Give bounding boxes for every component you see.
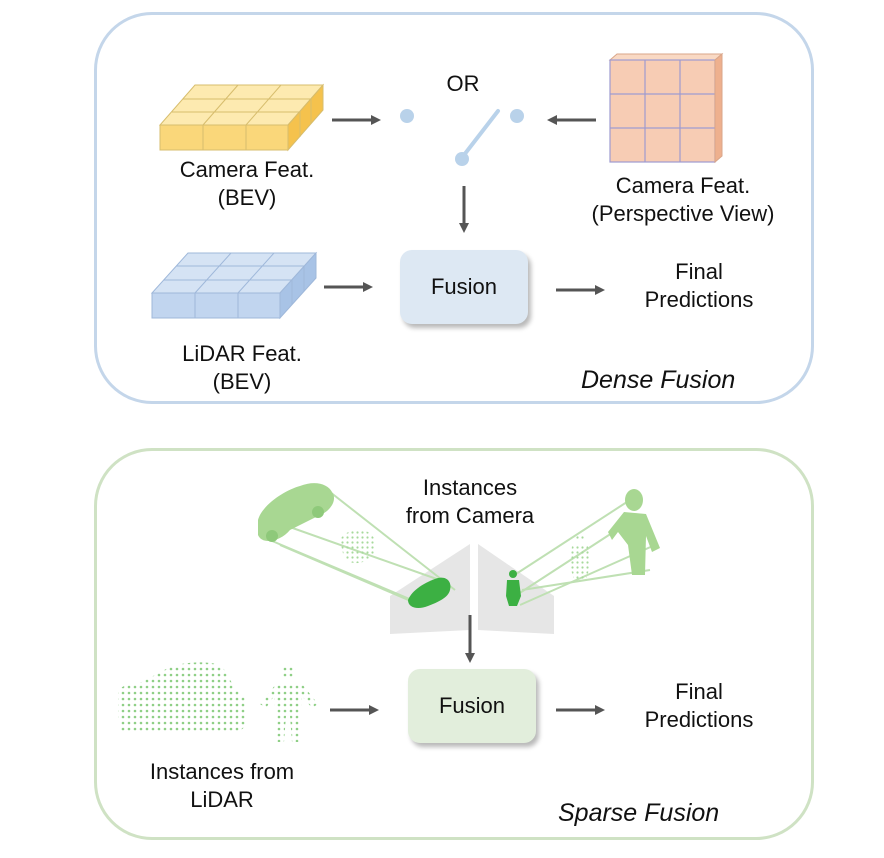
dense-final-line2: Predictions (644, 287, 754, 312)
or-switch-icon (400, 109, 524, 166)
lidar-instances-label: Instances from LiDAR (124, 758, 320, 814)
pedestrian-3d-instance-icon (608, 489, 660, 575)
camera-bev-label: Camera Feat. (BEV) (158, 156, 336, 212)
lidar-feat-label: LiDAR Feat. (BEV) (152, 340, 332, 396)
camera-projection-rays (264, 491, 656, 606)
camera-pv-feature-block (608, 52, 724, 164)
camera-pv-label-line1: Camera Feat. (615, 173, 751, 198)
camera-bev-feature-block (158, 83, 325, 152)
car-3d-instance-icon (258, 483, 335, 542)
or-label: OR (446, 71, 480, 96)
camera-bev-label-line2: (BEV) (217, 185, 277, 210)
sparse-final-line2: Predictions (644, 707, 754, 732)
camera-bev-label-line1: Camera Feat. (179, 157, 315, 182)
lidar-instances-line2: LiDAR (190, 787, 254, 812)
dense-fusion-title: Dense Fusion (581, 366, 736, 394)
pedestrian-projected-dots-icon (570, 533, 590, 580)
lidar-instances-line1: Instances from (149, 759, 295, 784)
pedestrian-camera-instance-icon (506, 570, 521, 606)
sparse-final-predictions-label: Final Predictions (624, 678, 774, 734)
lidar-feat-label-line1: LiDAR Feat. (182, 341, 302, 366)
dense-final-line1: Final (675, 259, 723, 284)
camera-pv-label-line2: (Perspective View) (591, 201, 775, 226)
lidar-bev-feature-block (150, 251, 318, 320)
camera-instances-line2: from Camera (405, 503, 535, 528)
camera-instances-line1: Instances (422, 475, 518, 500)
lidar-car-points-icon (118, 662, 246, 732)
sparse-fusion-box: Fusion (408, 669, 536, 743)
sparse-final-line1: Final (675, 679, 723, 704)
car-camera-instance-icon (408, 577, 451, 608)
sparse-fusion-panel (94, 448, 814, 840)
camera-pv-label: Camera Feat. (Perspective View) (580, 172, 786, 228)
lidar-feat-label-line2: (BEV) (212, 369, 272, 394)
lidar-pedestrian-points-icon (260, 664, 318, 742)
dense-final-predictions-label: Final Predictions (624, 258, 774, 314)
dense-fusion-box: Fusion (400, 250, 528, 324)
car-projected-dots-icon (340, 530, 376, 564)
sparse-fusion-title: Sparse Fusion (558, 799, 720, 827)
camera-instances-label: Instances from Camera (380, 474, 560, 530)
